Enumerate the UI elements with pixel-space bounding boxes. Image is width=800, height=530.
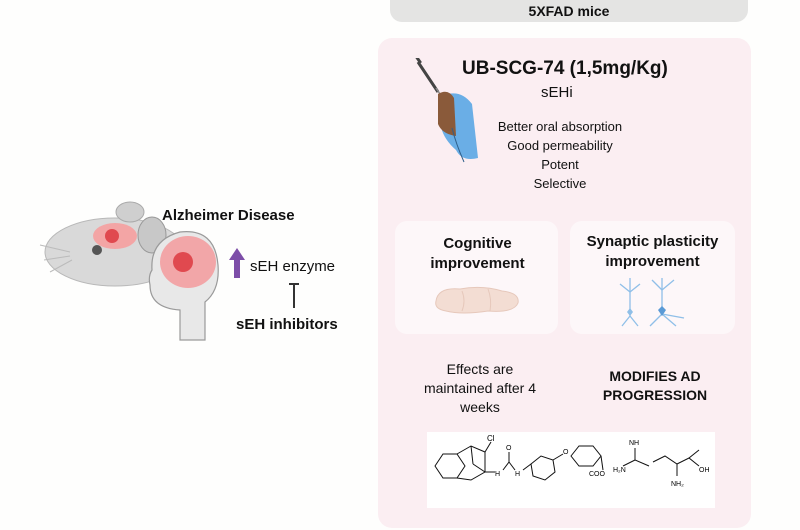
- cognitive-improvement-box: [395, 221, 558, 334]
- mouse-injection-icon: [414, 58, 478, 163]
- mouse-human-brain-illustration: [39, 201, 219, 341]
- synaptic-line-2: improvement: [605, 253, 700, 270]
- drug-name: UB-SCG-74 (1,5mg/Kg): [462, 58, 668, 79]
- effects-line-3: weeks: [460, 399, 500, 415]
- struct-label-oh: OH: [699, 467, 710, 474]
- brain-icon: [435, 286, 519, 314]
- synaptic-line-1: Synaptic plasticity: [586, 233, 719, 250]
- struct-label-nh2: NH₂: [671, 481, 684, 488]
- struct-label-cl: Cl: [487, 434, 495, 443]
- chemical-structure-box: [427, 432, 715, 508]
- struct-label-o2: O: [506, 445, 512, 452]
- mouse-ear: [115, 201, 145, 223]
- modifies-progression-text: MODIFIES AD PROGRESSION: [590, 367, 720, 405]
- cognitive-line-1: Cognitive: [443, 235, 512, 252]
- mouse-brain-hotspot: [105, 229, 119, 243]
- property-item: Good permeability: [507, 138, 613, 153]
- drug-properties-list: Better oral absorption Good permeability…: [490, 117, 630, 193]
- drug-class: sEHi: [541, 84, 573, 101]
- inhibition-symbol-icon: [289, 283, 299, 308]
- seh-inhibitors-label: sEH inhibitors: [236, 316, 338, 333]
- mouse-whiskers: [39, 244, 73, 273]
- seh-enzyme-label: sEH enzyme: [250, 258, 336, 275]
- alzheimer-disease-label: Alzheimer Disease: [162, 207, 295, 224]
- increase-arrow-icon: [229, 248, 245, 278]
- struct-label-o: O: [563, 449, 569, 456]
- cognitive-line-2: improvement: [430, 255, 525, 272]
- struct-label-nh: NH: [629, 440, 639, 447]
- human-brain-hotspot: [173, 252, 193, 272]
- property-item: Selective: [533, 176, 587, 191]
- effects-line-2: maintained after 4: [423, 380, 537, 396]
- modifies-line-2: PROGRESSION: [602, 387, 708, 403]
- struct-label-h: H: [495, 471, 500, 478]
- struct-label-h2n: H₂N: [613, 467, 626, 474]
- effects-duration-text: Effects are maintained after 4 weeks: [405, 360, 555, 417]
- property-item: Better oral absorption: [497, 119, 623, 134]
- mouse-model-banner: 5XFAD mice: [390, 0, 748, 22]
- struct-label-h2: H: [515, 471, 520, 478]
- synaptic-plasticity-box: [570, 221, 735, 334]
- struct-label-coo: COO: [589, 471, 606, 478]
- neurons-icon: [619, 278, 685, 327]
- modifies-line-1: MODIFIES AD: [609, 368, 701, 384]
- effects-line-1: Effects are: [446, 361, 514, 377]
- synaptic-plasticity-label: Synaptic plasticity improvement: [570, 232, 735, 272]
- property-item: Potent: [541, 157, 579, 172]
- mouse-eye: [92, 245, 102, 255]
- cognitive-improvement-label: Cognitive improvement: [400, 234, 555, 274]
- chemical-structure-drawing: Cl H H O O COO H₂N NH NH₂ OH: [434, 434, 710, 488]
